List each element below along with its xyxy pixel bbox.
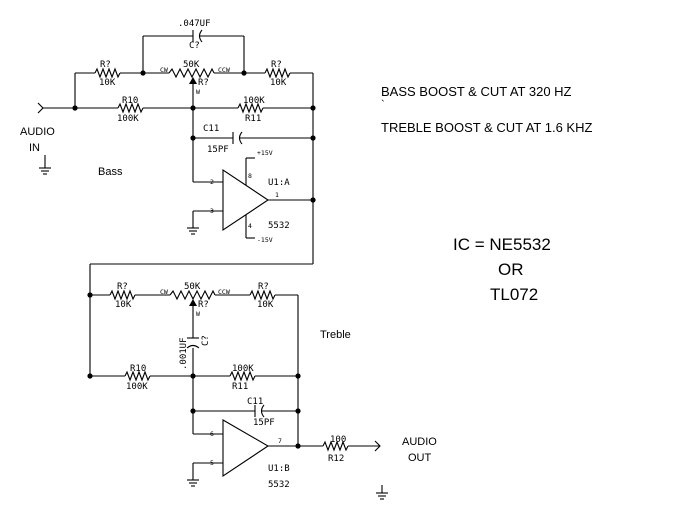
ic-note-line3: TL072 (490, 285, 538, 304)
bass-pot-cw: CW (160, 66, 168, 74)
audio-in-label-2: IN (29, 142, 40, 154)
treble-r11-value: 100K (232, 364, 254, 374)
treble-pin6: 6 (210, 430, 214, 438)
treble-rleft-value: 10K (115, 300, 132, 310)
capacitor-plate-curved (186, 344, 200, 349)
ic-note-line1: IC = NE5532 (453, 235, 551, 254)
treble-stage-wiring (90, 294, 381, 480)
treble-c11-ref: C11 (247, 397, 263, 407)
bass-pot-wiper: W (196, 88, 200, 96)
bass-pin4: 4 (248, 222, 252, 230)
resistor-symbol (94, 67, 121, 79)
resistor-symbol (109, 289, 136, 301)
ic-note-line2: OR (498, 260, 524, 279)
audio-out-label-2: OUT (408, 452, 432, 464)
bass-c11-value: 15PF (207, 145, 229, 155)
treble-components (109, 289, 349, 478)
bass-components (94, 29, 291, 232)
bass-vneg: -15V (257, 236, 273, 244)
treble-r12-ref: R12 (328, 454, 344, 464)
resistor-symbol (322, 440, 349, 452)
treble-amp-ref: U1:B (268, 464, 290, 474)
treble-pin5: 5 (210, 459, 214, 467)
bass-amp-part: 5532 (268, 221, 290, 231)
potentiometer-symbol (168, 67, 215, 79)
bass-junctions (72, 70, 316, 203)
treble-rright-ref: R? (258, 282, 269, 292)
treble-amp-part: 5532 (268, 480, 290, 490)
bass-pot-ref: R? (198, 78, 209, 88)
resistor-symbol (117, 102, 144, 114)
bass-pot-value: 50K (183, 60, 200, 70)
input-arrow (37, 102, 44, 114)
ground-symbols (39, 167, 388, 500)
treble-cap-value: .001UF (179, 337, 189, 370)
bass-rleft-ref: R? (100, 60, 111, 70)
treble-c11-value: 15PF (253, 418, 275, 428)
note-tick: ` (381, 99, 385, 111)
treble-r10-value: 100K (126, 382, 148, 392)
bass-vpos: +15V (257, 149, 273, 157)
treble-pot-wiper: W (196, 310, 200, 318)
bass-pin8: 8 (248, 172, 252, 180)
bass-rleft-value: 10K (99, 78, 116, 88)
treble-rright-value: 10K (257, 300, 274, 310)
treble-pot-value: 50K (184, 282, 201, 292)
treble-pin7: 7 (278, 437, 282, 445)
bass-pin1: 1 (275, 191, 279, 199)
resistor-symbol (264, 67, 291, 79)
bass-pin2: 2 (210, 178, 214, 186)
treble-pot-ccw: CCW (218, 288, 230, 296)
bass-amp-ref: U1:A (268, 178, 290, 188)
opamp-triangle (222, 419, 270, 478)
resistor-symbol (124, 370, 151, 382)
resistor-symbol (249, 289, 276, 301)
bass-r11-value: 100K (243, 96, 265, 106)
audio-out-label-1: AUDIO (402, 436, 437, 448)
treble-r10-ref: R10 (130, 364, 146, 374)
bass-c11-ref: C11 (203, 124, 219, 134)
bass-cap-ref: C? (189, 41, 200, 51)
bass-r11-ref: R11 (245, 114, 261, 124)
note-bass: BASS BOOST & CUT AT 320 HZ (381, 84, 572, 99)
potentiometer-symbol (169, 289, 216, 301)
bass-r10-ref: R10 (122, 96, 138, 106)
treble-rleft-ref: R? (117, 282, 128, 292)
capacitor-plate-curved (198, 29, 203, 43)
bass-rright-value: 10K (270, 78, 287, 88)
treble-section-label: Treble (320, 329, 351, 341)
treble-junctions (87, 292, 301, 449)
bass-pin3: 3 (210, 207, 214, 215)
pot-wiper-arrow (189, 77, 197, 84)
treble-r12-value: 100 (330, 435, 346, 445)
capacitor-plate-curved (260, 404, 265, 418)
bass-rright-ref: R? (271, 60, 282, 70)
note-treble: TREBLE BOOST & CUT AT 1.6 KHZ (381, 120, 592, 135)
capacitor-plate-curved (238, 131, 243, 145)
treble-cap-ref: C? (201, 335, 211, 346)
treble-pot-ref: R? (198, 300, 209, 310)
output-arrow (374, 440, 381, 452)
resistor-symbol (237, 102, 264, 114)
opamp-triangle (222, 168, 269, 232)
resistor-symbol (229, 370, 256, 382)
bass-r10-value: 100K (117, 114, 139, 124)
treble-r11-ref: R11 (232, 382, 248, 392)
audio-in-label-1: AUDIO (20, 126, 55, 138)
treble-pot-cw: CW (160, 288, 168, 296)
bass-section-label: Bass (98, 166, 123, 178)
pot-wiper-arrow (189, 299, 197, 306)
bass-cap-value: .047UF (178, 19, 211, 29)
bass-pot-ccw: CCW (218, 66, 230, 74)
